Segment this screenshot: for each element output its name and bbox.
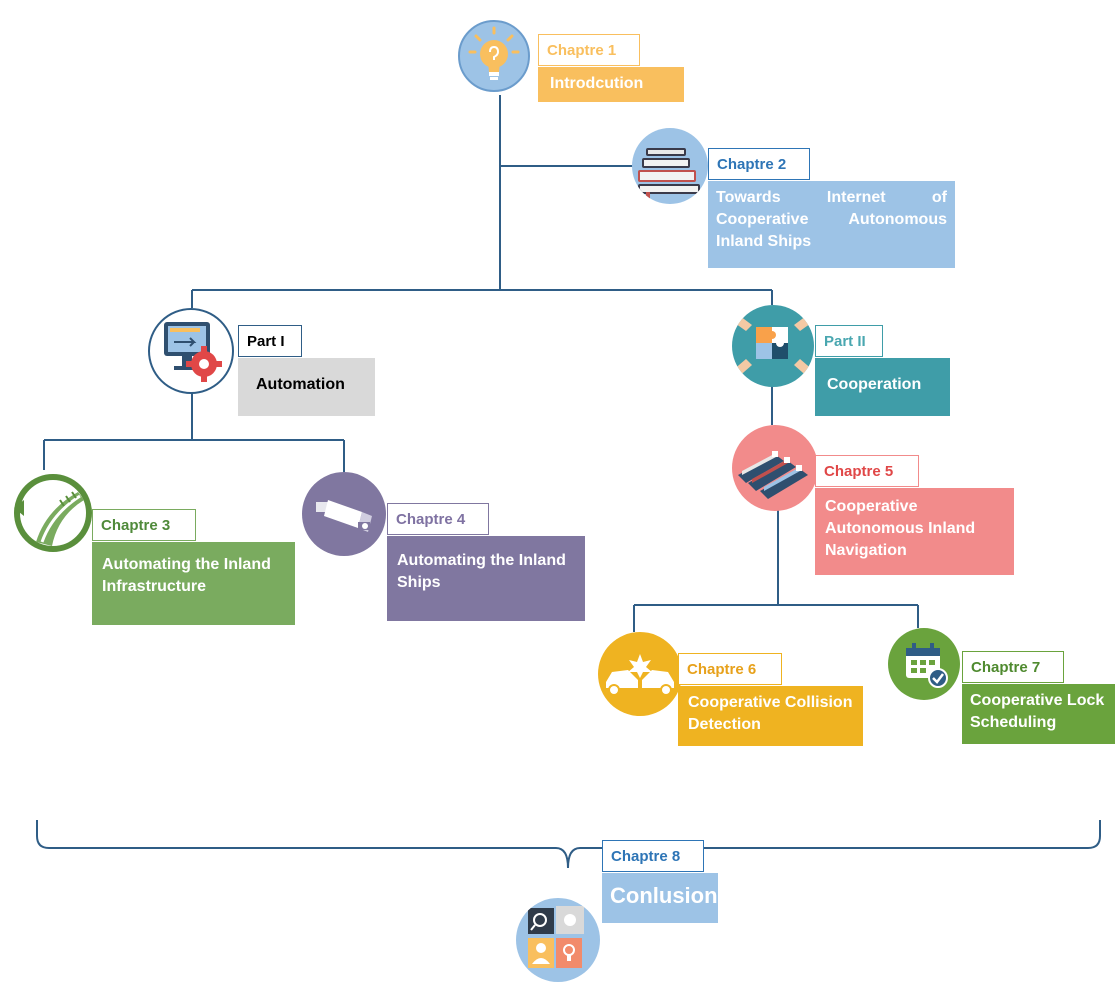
computer-gear-icon bbox=[164, 322, 222, 382]
waterway-icon bbox=[14, 474, 92, 552]
chapter4-icon-circle bbox=[302, 472, 386, 556]
chapter6-icon-circle bbox=[598, 632, 682, 716]
chapter6-title: Cooperative Collision Detection bbox=[678, 686, 863, 746]
puzzle-hands-icon bbox=[732, 313, 814, 379]
chapter8-icon-circle bbox=[516, 898, 600, 982]
part2-tag: Part II bbox=[815, 325, 883, 357]
chapter1-tag: Chaptre 1 bbox=[538, 34, 640, 66]
chapter7-title: Cooperative Lock Scheduling bbox=[962, 684, 1115, 744]
chapter5-icon-circle bbox=[732, 425, 818, 511]
lightbulb-icon bbox=[468, 26, 520, 80]
chapter1-icon-circle bbox=[458, 20, 530, 92]
chapter3-title: Automating the Inland Infrastructure bbox=[92, 542, 295, 625]
books-icon bbox=[638, 148, 700, 200]
part1-icon-circle bbox=[148, 308, 234, 394]
chapter4-title: Automating the Inland Ships bbox=[387, 536, 585, 621]
chapter1-title: Introdcution bbox=[538, 67, 684, 102]
part1-title: Automation bbox=[238, 358, 375, 416]
summary-brace bbox=[36, 820, 1101, 869]
calendar-check-icon bbox=[906, 643, 948, 688]
chapter5-tag: Chaptre 5 bbox=[815, 455, 919, 487]
chapter7-tag: Chaptre 7 bbox=[962, 651, 1064, 683]
chapter4-tag: Chaptre 4 bbox=[387, 503, 489, 535]
ships-icon bbox=[738, 451, 808, 499]
chapter2-tag: Chaptre 2 bbox=[708, 148, 810, 180]
car-crash-icon bbox=[606, 654, 674, 696]
camera-icon bbox=[316, 500, 372, 532]
chapter7-icon-circle bbox=[888, 628, 960, 700]
chapter3-icon-circle bbox=[10, 470, 96, 556]
chapter2-title: Towards Internet of Cooperative Autonomo… bbox=[708, 181, 955, 268]
part1-tag: Part I bbox=[238, 325, 302, 357]
chapter5-title: Cooperative Autonomous Inland Navigation bbox=[815, 488, 1014, 575]
chapter2-icon-circle bbox=[632, 128, 708, 204]
puzzle-pieces-icon bbox=[528, 906, 584, 968]
part2-icon-circle bbox=[732, 305, 814, 387]
chapter3-tag: Chaptre 3 bbox=[92, 509, 196, 541]
chapter6-tag: Chaptre 6 bbox=[678, 653, 782, 685]
chapter8-tag: Chaptre 8 bbox=[602, 840, 704, 872]
chapter8-title: Conlusion bbox=[602, 873, 718, 923]
part2-title: Cooperation bbox=[815, 358, 950, 416]
